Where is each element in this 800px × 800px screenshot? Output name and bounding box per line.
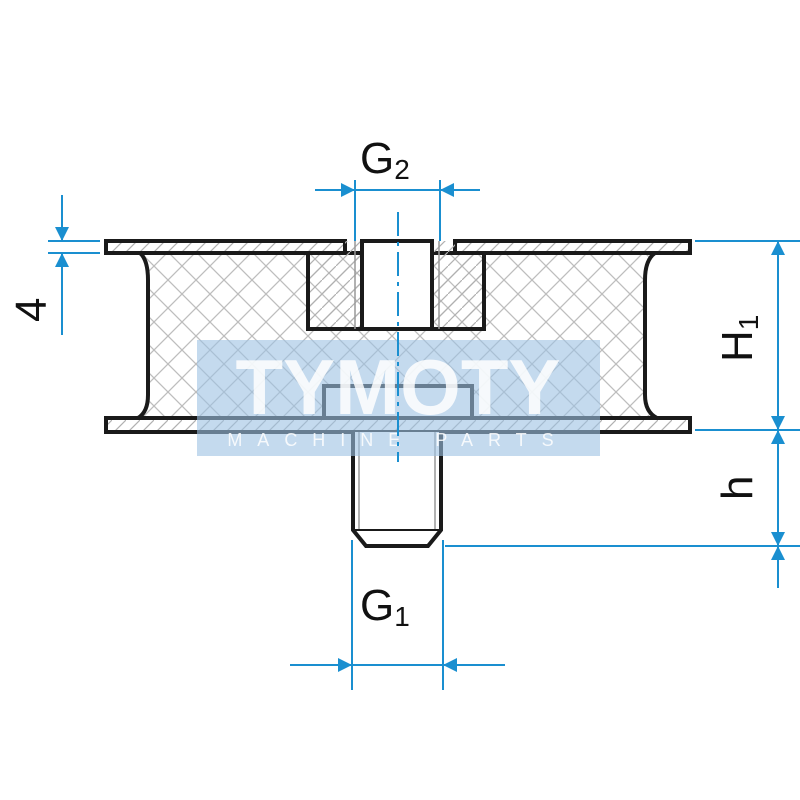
h1-label: H1 [713,315,764,362]
g1-label: G1 [360,581,410,632]
g2-label: G2 [360,134,410,185]
watermark: TYMOTY MACHINE PARTS [197,340,600,456]
g2-dimension [315,180,480,241]
plate-thickness-dimension [48,195,100,335]
threaded-stud [351,432,443,548]
watermark-tagline: MACHINE PARTS [227,430,568,450]
g1-dimension [290,540,505,690]
plate-thickness-label: 4 [7,298,56,322]
height-dimensions [445,240,800,588]
h-label: h [713,476,762,500]
